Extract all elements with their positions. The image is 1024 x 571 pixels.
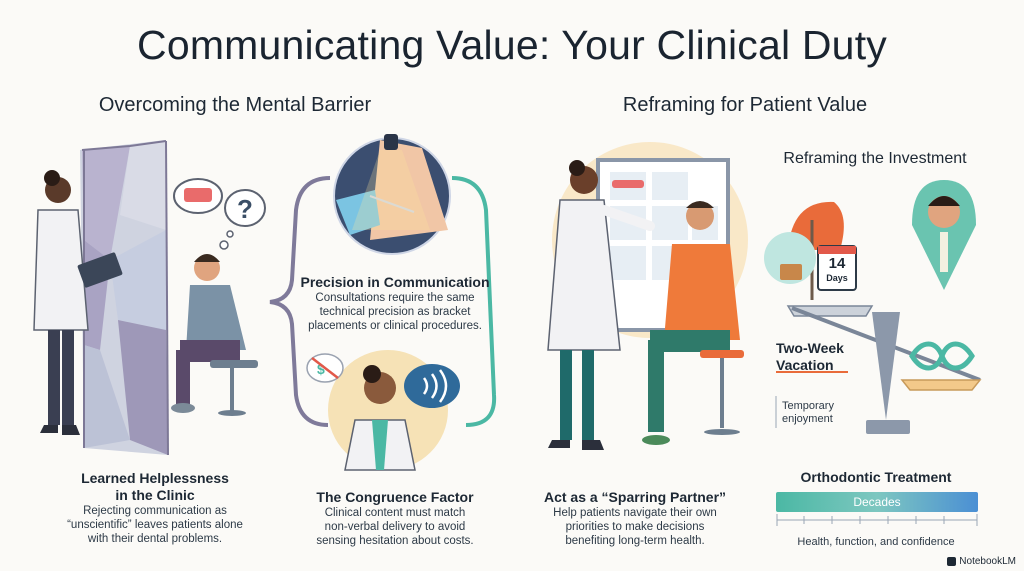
svg-text:?: ? (237, 194, 253, 224)
precision-title: Precision in Communication (300, 274, 490, 290)
doctor-presenting-illustration (547, 160, 655, 450)
calendar-unit: Days (826, 273, 848, 283)
timeline-ticks (776, 514, 978, 526)
vacation-label: Two-Week Vacation (776, 340, 866, 374)
vacation-line1: Two-Week (776, 340, 844, 356)
notebooklm-logo-icon (947, 557, 957, 566)
svg-text:$: $ (317, 361, 325, 377)
sparring-desc-line: Help patients navigate their own (553, 507, 717, 519)
watermark-text: NotebookLM (959, 556, 1016, 567)
temporary-label: Temporary enjoyment (782, 400, 862, 426)
precision-desc-line: placements or clinical procedures. (308, 320, 482, 332)
congruence-desc-line: sensing hesitation about costs. (316, 535, 474, 547)
precision-card: Precision in Communication Consultations… (285, 274, 505, 333)
calendar-number: 14 (828, 255, 846, 272)
congruence-title: The Congruence Factor (316, 489, 474, 505)
sparring-desc-line: benefiting long-term health. (565, 535, 705, 547)
seated-patient-illustration (642, 201, 744, 445)
vacation-line2: Vacation (776, 357, 834, 373)
temporary-line1: Temporary (782, 400, 834, 412)
helplessness-title-line1: Learned Helplessness (81, 470, 229, 486)
ortho-caption: Health, function, and confidence (797, 536, 955, 548)
ortho-title: Orthodontic Treatment (800, 469, 952, 485)
section-heading-mental-barrier: Overcoming the Mental Barrier (98, 94, 372, 116)
precision-desc-line: technical precision as bracket (319, 306, 471, 318)
investment-scale-illustration (764, 180, 982, 434)
temporary-line2: enjoyment (782, 413, 833, 425)
helplessness-desc-line: “unscientific” leaves patients alone (67, 519, 243, 531)
sparring-partner-card: Act as a “Sparring Partner” Help patient… (520, 489, 750, 548)
section-heading-patient-value: Reframing for Patient Value (622, 94, 868, 116)
sparring-desc-line: priorities to make decisions (565, 521, 705, 533)
helplessness-title-line2: in the Clinic (115, 487, 195, 503)
page-title: Communicating Value: Your Clinical Duty (137, 22, 887, 68)
congruence-doctor-illustration: $ (306, 350, 460, 471)
dental-precision-illustration (333, 134, 451, 255)
doctor-with-clipboard-illustration (33, 170, 123, 435)
helplessness-card: Learned Helplessness in the Clinic Rejec… (40, 470, 270, 546)
congruence-desc-line: non-verbal delivery to avoid (324, 521, 466, 533)
shattered-mirror-illustration (80, 140, 169, 456)
thinking-patient-illustration: ? (171, 178, 266, 416)
congruence-desc-line: Clinical content must match (324, 507, 466, 519)
helplessness-desc-line: Rejecting communication as (83, 505, 227, 517)
congruence-card: The Congruence Factor Clinical content m… (290, 489, 500, 548)
sparring-title: Act as a “Sparring Partner” (543, 489, 727, 505)
investment-heading: Reframing the Investment (783, 150, 967, 167)
notebooklm-watermark: NotebookLM (947, 556, 1016, 567)
precision-desc-line: Consultations require the same (315, 292, 475, 304)
helplessness-desc-line: with their dental problems. (87, 533, 223, 545)
decades-bar: Decades (776, 492, 978, 512)
